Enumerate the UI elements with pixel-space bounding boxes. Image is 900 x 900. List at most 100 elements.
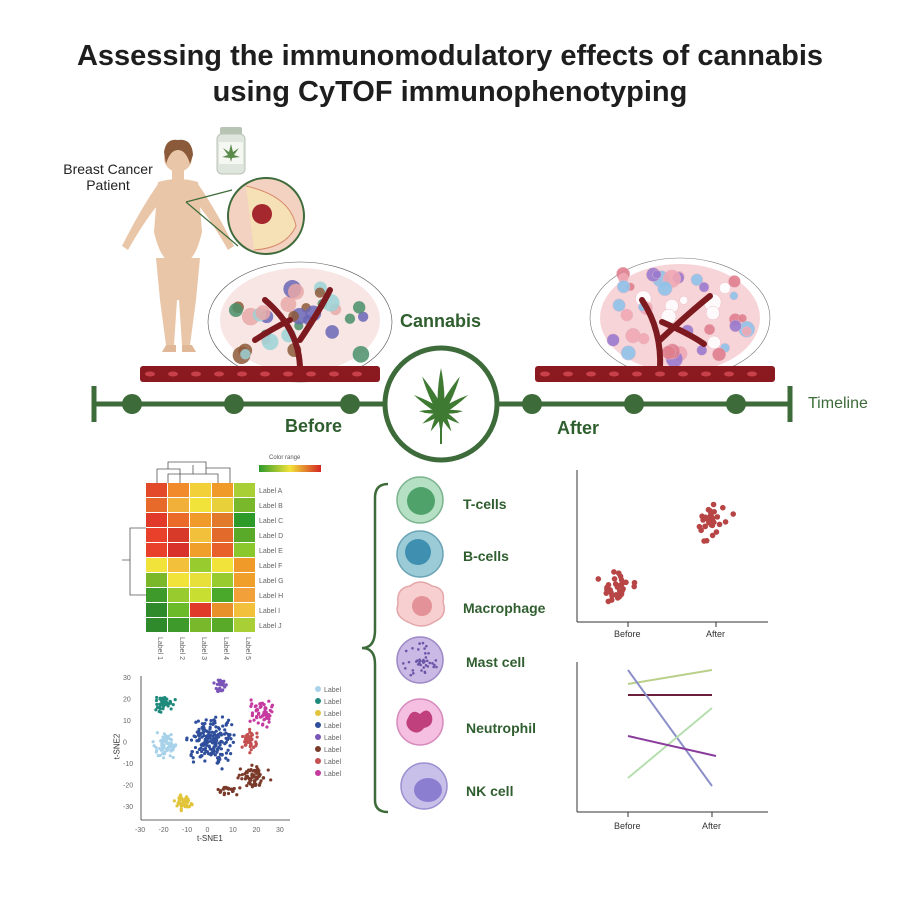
- tsne-point: [258, 781, 262, 785]
- tsne-point: [155, 702, 159, 706]
- tsne-point: [250, 713, 254, 718]
- tsne-point: [267, 717, 271, 721]
- heatmap-cell: [234, 498, 255, 512]
- tsne-point: [262, 712, 266, 716]
- after-tumor-cell: [729, 291, 739, 301]
- tsne-point: [166, 704, 170, 708]
- heatmap-cell: [234, 543, 255, 557]
- tsne-legend-swatch: [315, 758, 321, 764]
- tsne-point: [171, 755, 175, 760]
- tsne-point: [263, 709, 267, 713]
- red-blood-cell: [563, 371, 573, 377]
- scatter-point-after: [706, 514, 713, 521]
- tsne-point: [204, 734, 208, 739]
- heatmap-cell: [168, 573, 189, 587]
- tsne-point: [255, 735, 259, 739]
- tsne-point: [168, 699, 172, 703]
- heatmap-cell: [190, 528, 211, 542]
- timepoint-4: [522, 394, 542, 414]
- tsne-point: [203, 751, 207, 756]
- mast-granule: [421, 659, 424, 663]
- tsne-point: [171, 703, 175, 707]
- tsne-point: [161, 702, 165, 706]
- heatmap-cell: [146, 543, 167, 557]
- before-tumor-cell: [240, 349, 251, 360]
- tsne-point: [217, 745, 221, 750]
- heatmap-cell: [212, 528, 233, 542]
- tumor-after: [589, 257, 771, 379]
- before-tumor-cell: [314, 287, 325, 298]
- tsne-point: [249, 767, 253, 772]
- tsne-point: [154, 750, 158, 754]
- timepoint-6: [726, 394, 746, 414]
- after-tumor-cell: [625, 327, 641, 344]
- timepoint-1: [122, 394, 142, 414]
- after-tumor-cell: [637, 332, 650, 345]
- tsne-point: [224, 785, 228, 789]
- tsne-point: [266, 713, 270, 717]
- neutrophil-label: Neutrophil: [466, 720, 536, 736]
- tsne-point: [199, 753, 204, 758]
- heatmap-cell: [168, 513, 189, 527]
- tsne-point: [170, 743, 174, 747]
- scatter-point-before: [595, 576, 602, 582]
- scatter-point-after: [699, 513, 705, 520]
- heatmap-cell: [234, 588, 255, 602]
- after-tumor-cell: [620, 308, 634, 322]
- timepoint-2: [224, 394, 244, 414]
- tsne-point: [244, 737, 248, 741]
- tsne-point: [220, 715, 225, 719]
- scatter-point-after: [702, 523, 709, 530]
- tsne-point: [185, 805, 189, 809]
- b-cells-label: B-cells: [463, 548, 509, 564]
- tumor-before: [207, 261, 393, 383]
- tsne-point: [255, 707, 259, 712]
- heatmap-cell: [190, 483, 211, 497]
- tsne-point: [193, 745, 198, 750]
- heatmap-cell: [168, 588, 189, 602]
- tsne-point: [254, 714, 259, 719]
- scatter-point-after: [707, 507, 713, 514]
- macrophage-label: Macrophage: [463, 600, 546, 616]
- mast-granule: [402, 662, 405, 665]
- tsne-point: [219, 731, 223, 736]
- tsne-point: [182, 798, 186, 802]
- heatmap-row-label: Label I: [259, 608, 280, 615]
- red-blood-cell: [329, 371, 339, 377]
- heatmap-cell: [168, 498, 189, 512]
- patient-figure: [122, 139, 234, 352]
- tsne-point: [162, 697, 166, 701]
- heatmap-cell: [234, 618, 255, 632]
- tsne-point: [227, 735, 231, 739]
- tsne-point: [267, 699, 271, 703]
- tsne-point: [226, 718, 231, 722]
- color-range-label: Color range: [269, 455, 301, 461]
- heatmap-cell: [146, 573, 167, 587]
- tsne-point: [249, 742, 253, 746]
- mast-granule: [423, 660, 426, 663]
- heatmap-cell: [168, 528, 189, 542]
- tsne-y-tick: 10: [123, 718, 131, 725]
- tsne-point: [219, 747, 223, 751]
- tsne-point: [221, 681, 225, 686]
- mast-granule: [403, 667, 407, 670]
- tsne-point: [226, 758, 230, 762]
- tsne-point: [158, 697, 162, 701]
- tsne-point: [214, 725, 218, 729]
- tsne-point: [218, 743, 222, 747]
- tsne-point: [248, 739, 252, 743]
- heatmap-cell: [212, 573, 233, 587]
- tsne-point: [162, 743, 166, 748]
- tsne-point: [270, 710, 274, 714]
- after-tumor-cell: [657, 281, 673, 297]
- scatter-point-after: [719, 504, 726, 511]
- tsne-point: [249, 748, 253, 752]
- before-tumor-cell: [344, 313, 356, 324]
- tsne-point: [262, 718, 266, 722]
- tsne-x-tick: 30: [276, 827, 284, 834]
- tsne-point: [244, 770, 249, 774]
- tsne-point: [169, 749, 173, 753]
- tsne-point: [235, 793, 239, 797]
- mast-granule: [422, 666, 426, 669]
